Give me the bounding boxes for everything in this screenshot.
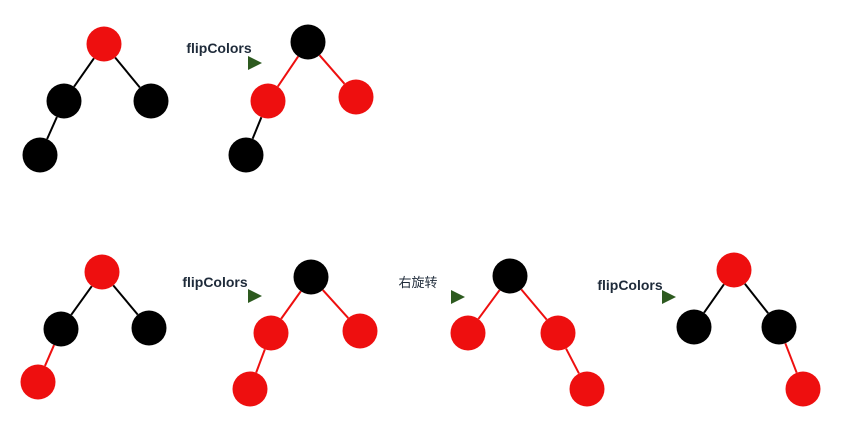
row2-tree1-node-root (84, 254, 120, 290)
arrow-head (662, 290, 676, 304)
tree-edges (44, 54, 798, 374)
row2-tree4-node-left (676, 309, 712, 345)
row1-tree1-edge-left-left-left (46, 116, 58, 140)
rotate-right-arrow-row2: 右旋转 (368, 276, 465, 304)
row1-tree1-edge-root-right (114, 56, 141, 89)
row2-tree2-node-root (293, 259, 329, 295)
tree-nodes (20, 24, 821, 407)
row2-tree4-edge-root-left (703, 283, 725, 314)
row1-tree2-edge-root-right (318, 54, 346, 85)
row2-tree4-node-root (716, 252, 752, 288)
row1-tree2-node-right (338, 79, 374, 115)
row1-tree2-node-left (250, 83, 286, 119)
row2-tree3-node-root (492, 258, 528, 294)
flipcolors-arrow-row1: flipColors (157, 40, 262, 70)
row2-tree3-node-left (450, 315, 486, 351)
row2-tree2-node-left (253, 315, 289, 351)
row2-tree3-node-right-right (569, 371, 605, 407)
row2-tree3-node-right (540, 315, 576, 351)
flipcolors-label: flipColors (186, 40, 252, 56)
row2-tree2-edge-root-right (322, 289, 349, 319)
row2-tree2-edge-left-left-left (255, 349, 266, 373)
row1-tree2-edge-root-left (276, 55, 300, 88)
row2-tree2-edge-root-left (280, 290, 302, 320)
row1-tree1-node-right (133, 83, 169, 119)
row1-tree2-node-left-left (228, 137, 264, 173)
row2-tree3-edge-root-right (520, 288, 548, 321)
row2-tree2-node-left-left (232, 371, 268, 407)
row2-tree1-node-left-left (20, 364, 56, 400)
row2-tree4-edge-right-right-right (784, 342, 798, 374)
row2-tree2-node-right (342, 313, 378, 349)
row2-tree1-edge-root-right (112, 284, 139, 316)
arrow-head (248, 56, 262, 70)
row2-tree4-edge-root-right (744, 283, 769, 314)
row2-tree1-node-left (43, 311, 79, 347)
row2-tree3-edge-right-right-right (565, 348, 580, 374)
flipcolors-arrow-row2-3: flipColors (570, 277, 676, 304)
row1-tree1-node-left-left (22, 137, 58, 173)
row2-tree4-node-right (761, 309, 797, 345)
row1-tree1-node-left (46, 83, 82, 119)
row1-tree1-node-root (86, 26, 122, 62)
row2-tree4-node-right-right (785, 371, 821, 407)
flipcolors-label: flipColors (597, 277, 663, 293)
row1-tree2-edge-left-left-left (251, 116, 263, 140)
row1-tree1-edge-root-left (73, 57, 95, 88)
rotate-right-label: 右旋转 (398, 276, 437, 291)
row2-tree3-edge-root-left (477, 289, 501, 320)
arrow-head (451, 290, 465, 304)
row2-tree1-node-right (131, 310, 167, 346)
arrow-head (248, 289, 262, 303)
row2-tree1-edge-root-left (70, 285, 93, 316)
row1-tree2-node-root (290, 24, 326, 60)
row2-tree1-edge-left-left-left (44, 344, 55, 367)
flipcolors-arrow-row2-1: flipColors (155, 274, 262, 303)
flipcolors-label: flipColors (182, 274, 248, 290)
